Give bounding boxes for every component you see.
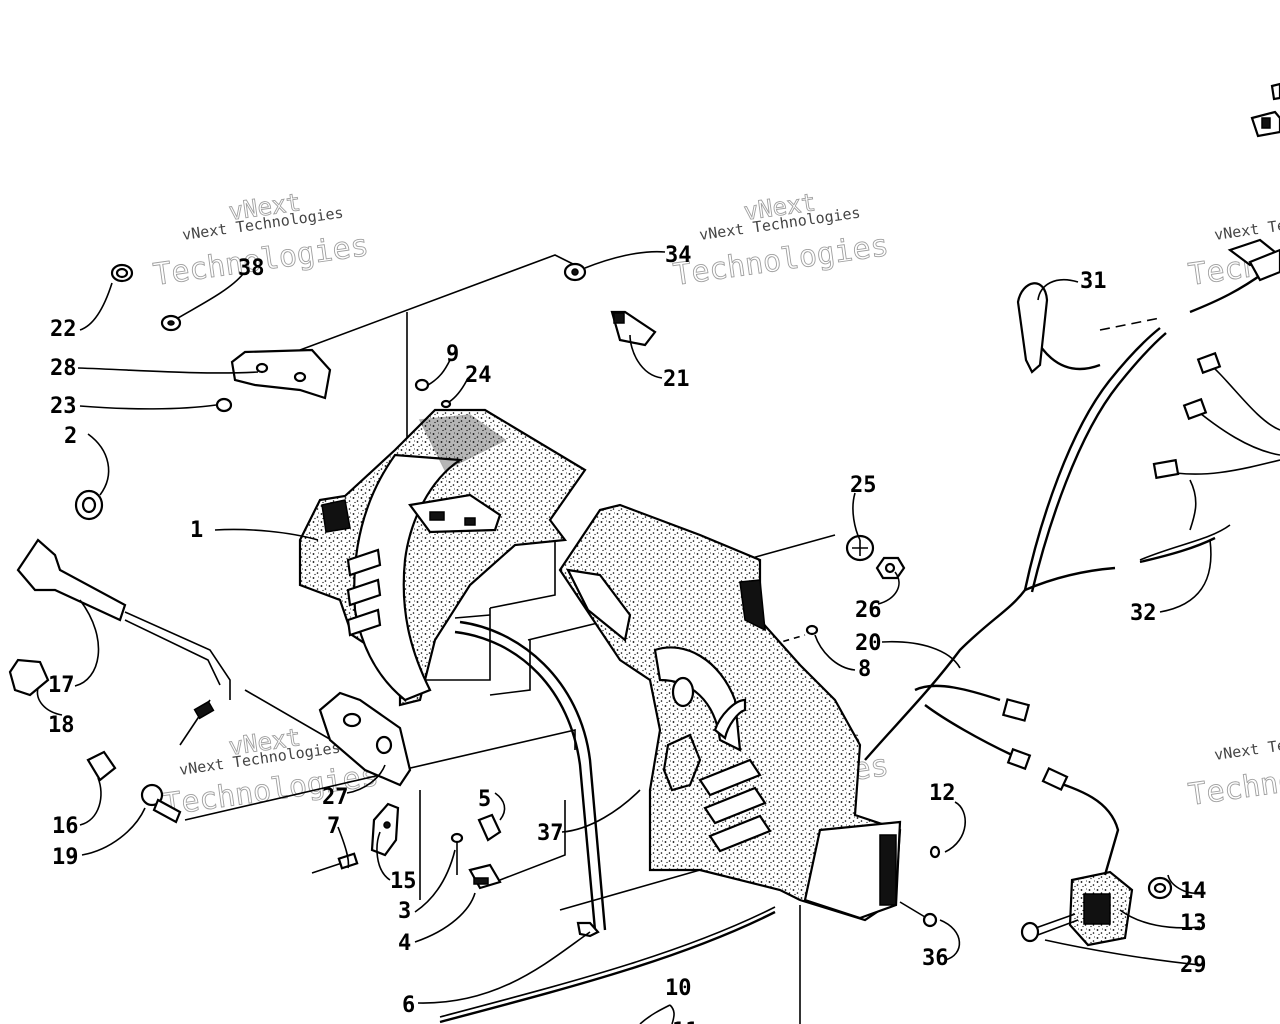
- part-26-nut: [875, 556, 906, 580]
- wiring-harness: [864, 238, 1280, 876]
- part-24-washer: [440, 399, 452, 409]
- callout-24: 24: [465, 363, 492, 388]
- part-12-washer: [929, 845, 941, 859]
- part-27-bracket: [318, 691, 412, 787]
- part-38-grommet: [160, 314, 182, 332]
- part-4-clamp: [468, 863, 502, 890]
- callout-38: 38: [238, 256, 265, 281]
- part-screw-lower: [576, 921, 600, 938]
- callout-15: 15: [390, 869, 417, 894]
- callout-4: 4: [398, 931, 411, 956]
- part-21-toggle-switch: [610, 310, 657, 347]
- callout-31: 31: [1080, 269, 1107, 294]
- dash-panel-left: [298, 408, 587, 707]
- callout-3: 3: [398, 899, 411, 924]
- watermark-text: vNext Technologies: [1213, 724, 1280, 764]
- callout-13: 13: [1180, 911, 1207, 936]
- callout-19: 19: [52, 845, 79, 870]
- part-23-bushing: [215, 397, 233, 413]
- watermark-group-right-bottom: vNext Technologies Technologies: [1186, 724, 1280, 814]
- callout-6: 6: [402, 993, 415, 1018]
- part-6-cable: [439, 906, 776, 1024]
- dash-panel-right: [558, 503, 902, 922]
- part-36-screw: [899, 901, 938, 928]
- part-14-nut: [1147, 876, 1173, 900]
- part-3-pin: [450, 832, 464, 875]
- callout-21: 21: [663, 367, 690, 392]
- part-2-grommet: [74, 489, 104, 521]
- callout-10: 10: [665, 976, 692, 1001]
- callout-25: 25: [850, 473, 877, 498]
- watermark-text: vNext Technologies: [1213, 204, 1280, 244]
- callout-12: 12: [929, 781, 956, 806]
- callout-37: 37: [537, 821, 564, 846]
- callout-leaders: [36, 250, 1212, 1024]
- callout-14: 14: [1180, 879, 1207, 904]
- callout-16: 16: [52, 814, 79, 839]
- callout-34: 34: [665, 243, 692, 268]
- part-22-nut: [110, 263, 134, 283]
- part-8-plug: [805, 624, 819, 636]
- part-37-trim-strip: [454, 620, 607, 931]
- part-16-plug: [86, 750, 117, 782]
- part-28-bracket: [230, 348, 332, 400]
- callout-20: 20: [855, 631, 882, 656]
- callout-11: 11: [672, 1019, 699, 1024]
- callout-7: 7: [327, 814, 340, 839]
- part-7-bulb: [311, 852, 359, 874]
- callout-26: 26: [855, 598, 882, 623]
- part-15-clip: [370, 802, 400, 857]
- callout-8: 8: [858, 657, 871, 682]
- watermark-group-center-top: vNext Technologies Technologies vNext: [671, 188, 891, 294]
- callout-17: 17: [48, 673, 75, 698]
- callout-28: 28: [50, 356, 77, 381]
- part-10-cable: [639, 1004, 671, 1024]
- callout-5: 5: [478, 787, 491, 812]
- callout-36: 36: [922, 946, 949, 971]
- part-5-cap: [477, 813, 502, 842]
- callout-9: 9: [446, 342, 459, 367]
- callout-22: 22: [50, 317, 77, 342]
- callout-23: 23: [50, 394, 77, 419]
- part-13-regulator: [1068, 870, 1134, 947]
- part-18-key: [8, 658, 50, 697]
- callout-29: 29: [1180, 953, 1207, 978]
- connector-fragment-top-right: [1250, 82, 1280, 138]
- part-9-screw: [414, 378, 430, 392]
- callout-2: 2: [64, 424, 77, 449]
- callout-27: 27: [322, 785, 349, 810]
- callout-18: 18: [48, 713, 75, 738]
- callout-32: 32: [1130, 601, 1157, 626]
- part-19-light-socket: [140, 783, 182, 824]
- part-25-washer: [845, 534, 875, 562]
- part-29-bolt: [1020, 913, 1079, 943]
- part-34-washer: [563, 262, 587, 282]
- callout-1: 1: [190, 518, 203, 543]
- part-17-ignition-switch: [16, 538, 231, 746]
- callout-labels: 1 2 3 4 5 6 7 8 9 10 11 12 13 14 15 16 1…: [48, 243, 1207, 1024]
